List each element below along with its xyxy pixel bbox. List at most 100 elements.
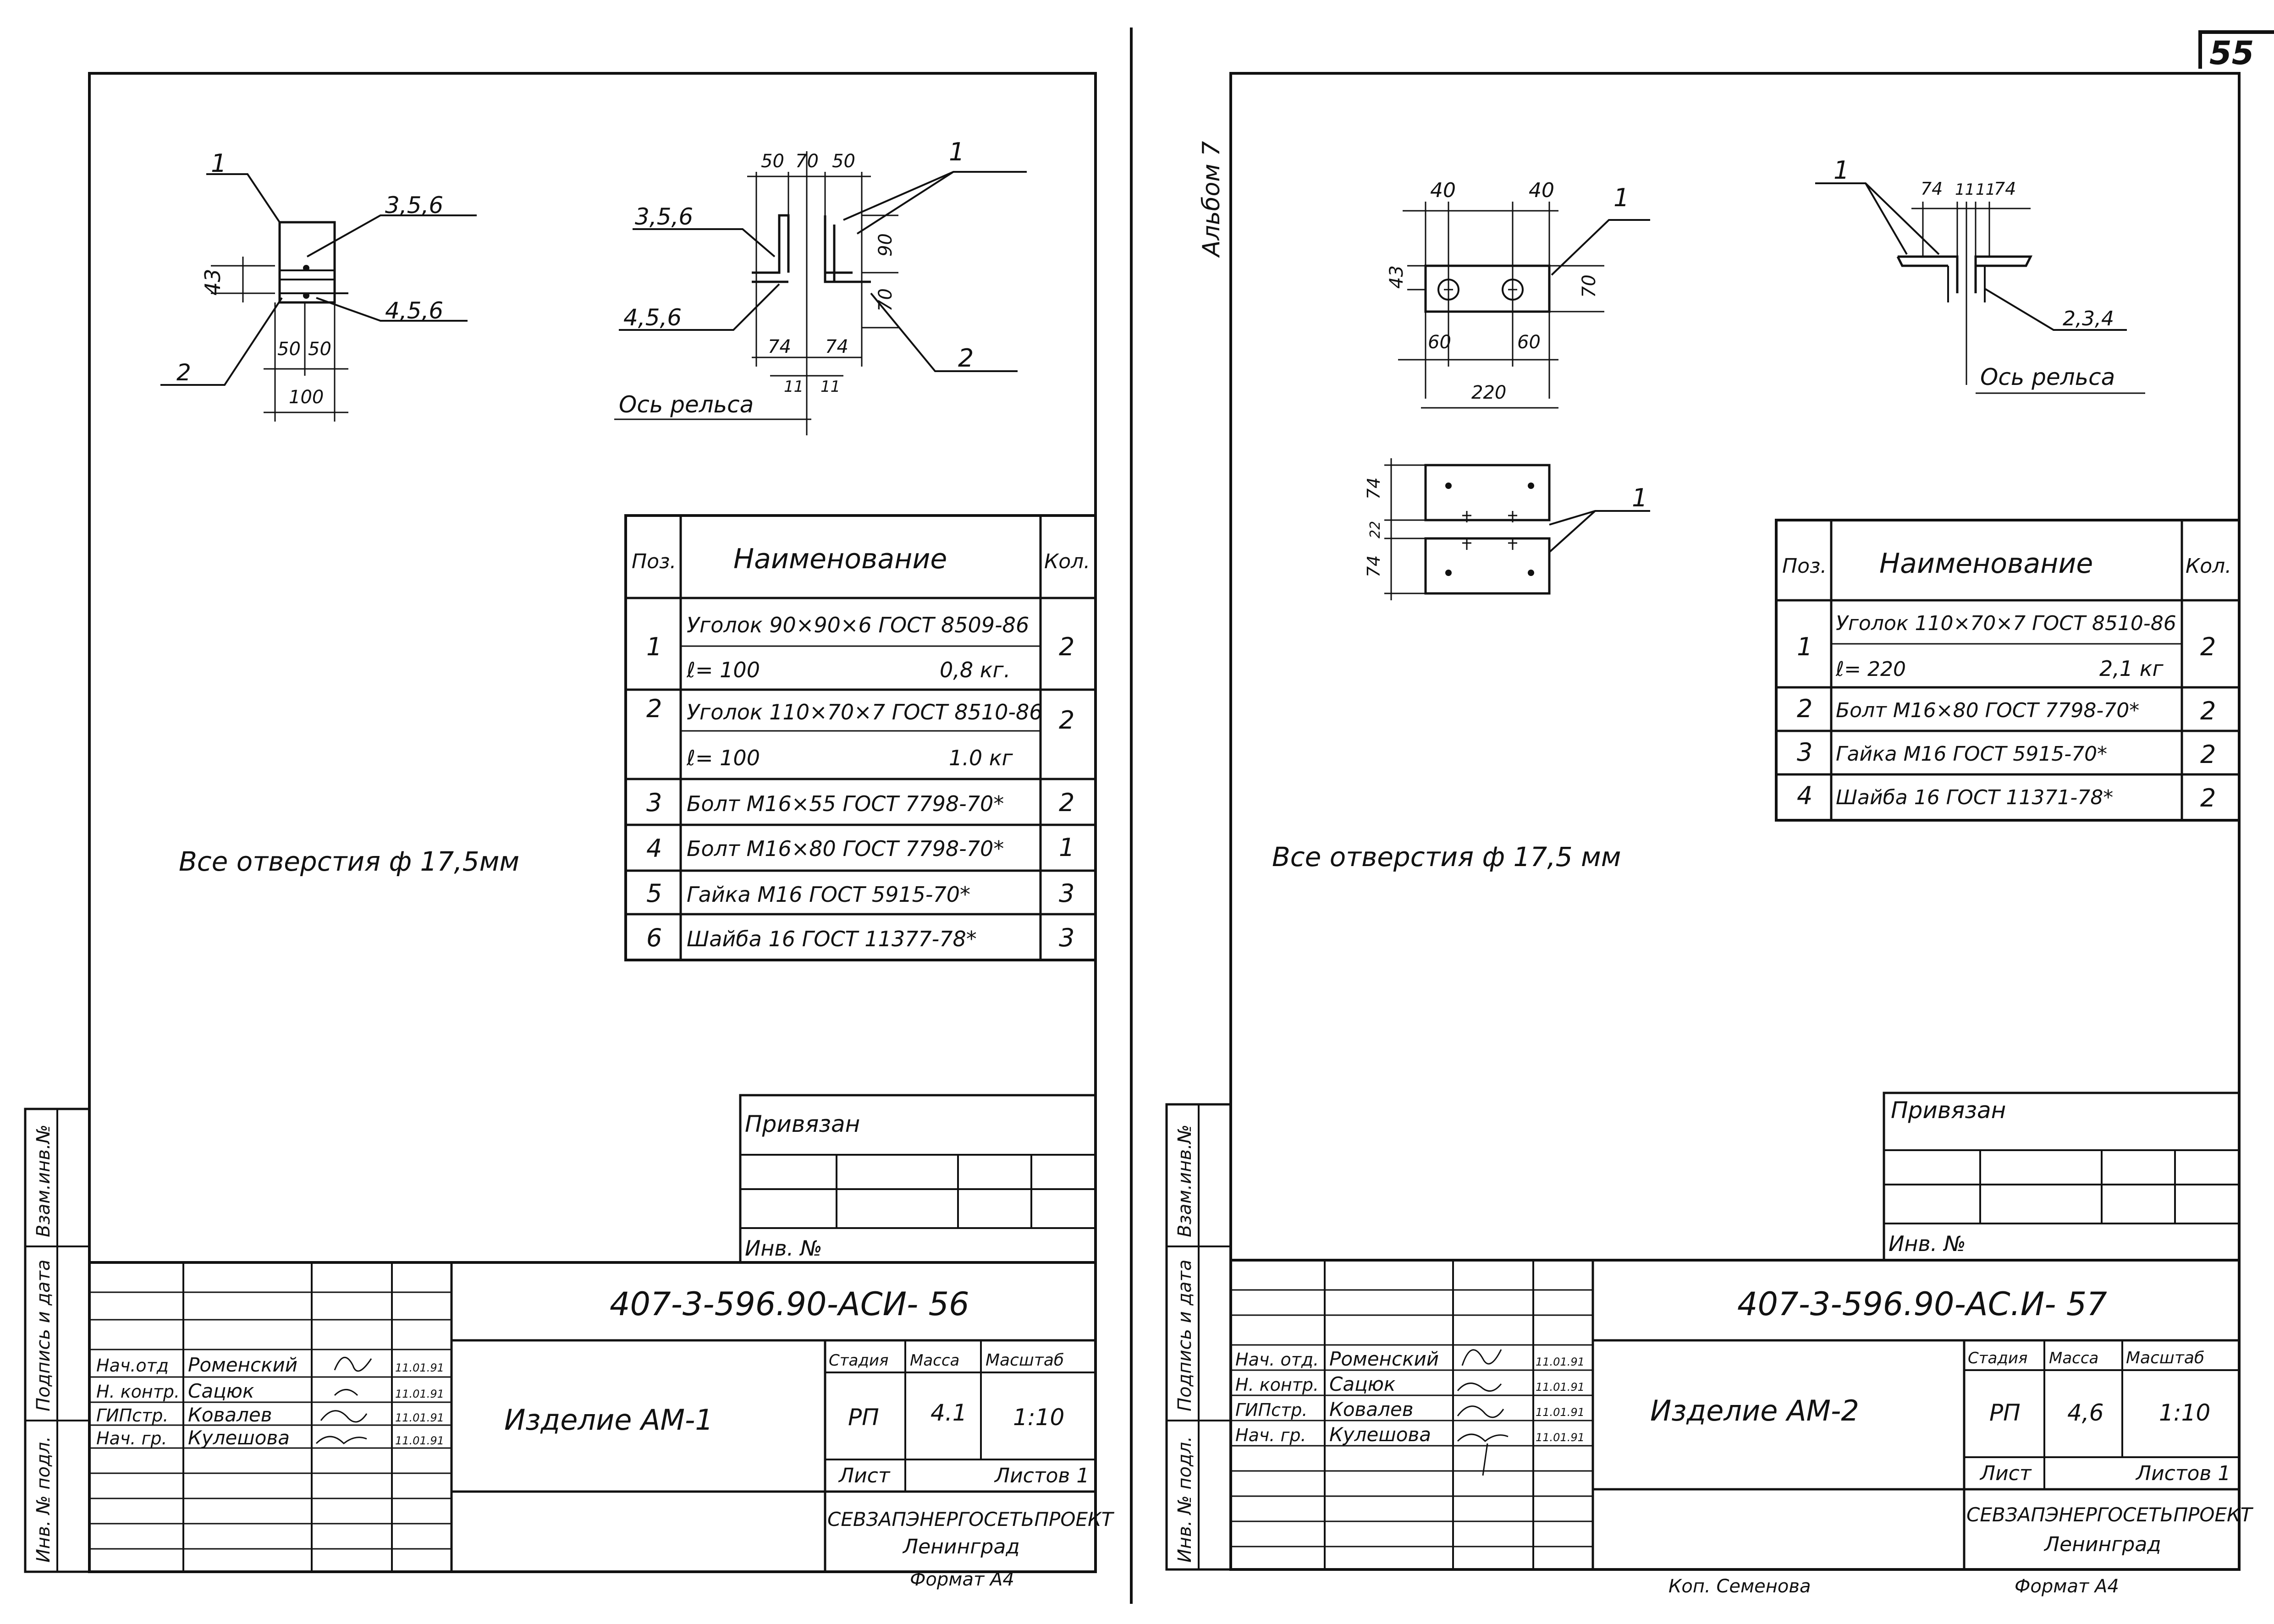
staff-date: 11.01.91 [395,1361,444,1374]
dim-label: 4,5,6 [623,304,682,331]
table-header: Поз. [632,550,676,573]
staff-date: 11.01.91 [1536,1431,1585,1444]
staff-name: Кулешова [1329,1423,1431,1446]
staff-name: Кулешова [188,1426,290,1449]
dim-label: 40 [1430,179,1456,202]
organization: СЕВЗАПЭНЕРГОСЕТЬПРОЕКТ [1966,1503,2254,1526]
scale-value: 1:10 [2159,1399,2210,1426]
table-cell-qty: 2 [2200,784,2216,812]
dim-label: 220 [1471,382,1506,403]
side-strip-label: Инв. № подл. [33,1436,54,1563]
table-header: Наименование [733,543,947,575]
right-drawing-plan: 40 40 1 43 70 60 60 220 [1386,179,1650,409]
table-cell-pos: 5 [646,879,662,908]
table-cell-pos: 1 [1797,632,1812,661]
dim-label: 70 [795,151,819,172]
staff-role: Н. контр. [96,1382,180,1402]
dim-label: 11 [1976,181,1995,199]
left-sheet: Взам.инв.№ Подпись и дата Инв. № подл. 1 [24,72,1115,1590]
stage-value: РП [848,1404,879,1431]
dim-label: 1 [1613,183,1629,212]
table-cell-name: Болт М16×55 ГОСТ 7798-70* [687,791,1004,816]
table-cell-qty: 3 [1059,879,1074,908]
table-cell-name: Болт М16×80 ГОСТ 7798-70* [1836,699,2139,722]
dim-label: 1 [1632,483,1647,512]
side-strip-label: Подпись и дата [1174,1260,1195,1411]
dim-label: 90 [875,233,896,257]
spec-table: Поз. Наименование Кол. 1 Уголок 110×70×7… [1775,519,2241,822]
table-cell-extra: 0,8 кг. [940,658,1010,682]
organization: СЕВЗАПЭНЕРГОСЕТЬПРОЕКТ [827,1508,1115,1531]
scale-value: 1:10 [1013,1404,1064,1431]
mass-value: 4.1 [931,1399,967,1426]
copied-by: Коп. Семенова [1668,1576,1811,1597]
table-cell-name: Уголок 90×90×6 ГОСТ 8509-86 [687,613,1029,637]
dim-label: 4,5,6 [385,297,443,324]
staff-date: 11.01.91 [395,1434,444,1447]
table-cell-pos: 3 [646,788,662,817]
dim-label: 11 [820,378,840,396]
format-label: Формат А4 [910,1569,1014,1590]
document-code: 407-3-596.90-АС.И- 57 [1737,1285,2107,1323]
dim-label: 50 [832,151,855,172]
left-side-strip: Взам.инв.№ Подпись и дата Инв. № подл. [24,1108,91,1573]
right-drawing-pair: 74 22 74 1 [1364,458,1650,600]
table-cell-name: ℓ= 220 [1835,658,1906,681]
page-number-box: 55 [2198,30,2274,72]
table-cell-pos: 2 [646,694,662,723]
table-cell-qty: 3 [1059,923,1074,952]
table-cell-pos: 3 [1797,738,1812,767]
privyazan-label: Привязан [745,1111,860,1137]
dim-label: 43 [1386,265,1407,289]
dim-label: 1 [211,149,226,178]
sheets-label: Листов 1 [994,1464,1089,1487]
document-code: 407-3-596.90-АСИ- 56 [610,1285,969,1323]
mass-label: Масса [2049,1349,2098,1367]
staff-role: Нач. гр. [96,1428,167,1448]
page-number: 55 [2209,34,2254,72]
dim-label: 3,5,6 [635,203,693,230]
dim-label: 22 [1367,521,1383,538]
table-cell-pos: 4 [646,834,662,863]
dim-label: 40 [1529,179,1554,202]
album-label: Альбом 7 [1198,141,1225,258]
mass-value: 4,6 [2067,1399,2104,1426]
staff-name: Ковалев [188,1404,272,1426]
inv-no-label: Инв. № [745,1236,822,1261]
staff-name: Сацюк [1329,1373,1396,1395]
sheets-label: Листов 1 [2135,1462,2230,1485]
table-cell-qty: 1 [1059,833,1074,862]
spec-table: Поз. Наименование Кол. 1 Уголок 90×90×6 … [624,514,1097,961]
table-cell-name: Шайба 16 ГОСТ 11377-78* [687,927,977,951]
table-cell-name: Гайка М16 ГОСТ 5915-70* [1836,742,2107,766]
table-cell-qty: 2 [2200,697,2216,725]
staff-role: Нач. гр. [1235,1425,1306,1445]
table-header: Кол. [1044,550,1090,573]
dim-label: 50 [761,151,784,172]
dim-label: 3,5,6 [385,192,443,219]
table-cell-qty: 2 [2200,740,2216,769]
signature [315,1356,372,1445]
table-header: Кол. [2186,554,2231,578]
stage-label: Стадия [1968,1349,2027,1367]
staff-role: ГИПстр. [96,1405,168,1426]
title-block: 407-3-596.90-АСИ- 56 Нач.отд Роменский 1… [88,1261,1115,1590]
table-cell-pos: 6 [646,923,662,952]
sheet-label: Лист [838,1464,891,1487]
staff-name: Роменский [188,1354,297,1376]
table-cell-extra: 1.0 кг [949,746,1013,770]
rail-axis-label: Ось рельса [1980,364,2115,390]
dim-label: 74 [1921,179,1943,199]
table-cell-qty: 2 [1059,632,1074,661]
side-strip-label: Инв. № подл. [1174,1436,1195,1563]
dim-label: 74 [1364,477,1384,499]
dim-label: 100 [289,387,324,408]
table-cell-name: ℓ= 100 [686,746,760,770]
scale-label: Масштаб [2126,1349,2204,1367]
dim-label: 60 [1517,332,1541,353]
staff-date: 11.01.91 [1536,1406,1585,1419]
table-cell-pos: 4 [1797,781,1812,810]
dim-label: 11 [1955,181,1975,199]
dim-label: 2 [176,359,191,386]
staff-role: Нач. отд. [1235,1350,1319,1370]
